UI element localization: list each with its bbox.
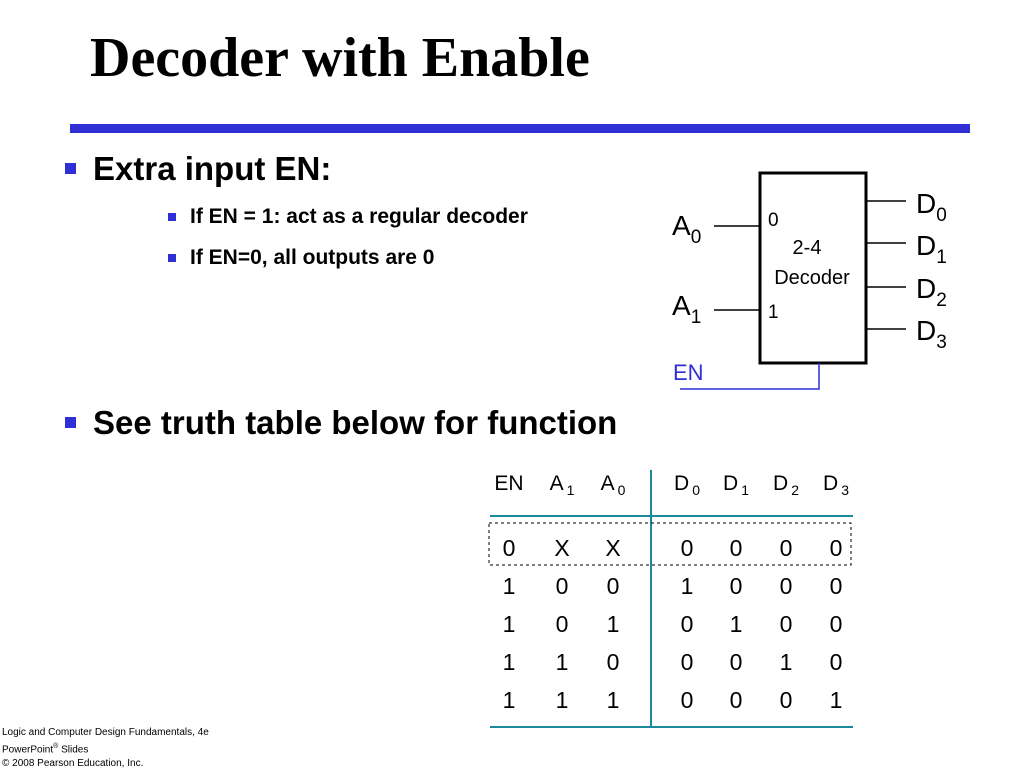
decoder-block: 0 1 2-4 Decoder xyxy=(758,171,868,365)
table-cell-r3-c1: 1 xyxy=(556,649,569,675)
table-cell-r2-c5: 0 xyxy=(780,611,793,637)
table-cell-r1-c4: 0 xyxy=(730,573,743,599)
table-cell-r3-c6: 0 xyxy=(830,649,843,675)
bullet-square-icon xyxy=(65,417,76,428)
input-a0-label: A0 xyxy=(672,210,701,248)
footer-slides: PowerPoint® Slides xyxy=(2,743,89,756)
table-cell-r1-c2: 0 xyxy=(607,573,620,599)
table-cell-r3-c3: 0 xyxy=(681,649,694,675)
table-cell-r4-c1: 1 xyxy=(556,687,569,713)
bullet-truth-table: See truth table below for function xyxy=(65,404,618,442)
footer-book: Logic and Computer Design Fundamentals, … xyxy=(2,727,209,738)
subbullet-en-0: If EN=0, all outputs are 0 xyxy=(168,246,435,270)
output-d1-label: D1 xyxy=(916,230,947,268)
bullet-square-icon xyxy=(168,213,176,221)
table-cell-r4-c4: 0 xyxy=(730,687,743,713)
table-cell-r3-c4: 0 xyxy=(730,649,743,675)
table-cell-r2-c6: 0 xyxy=(830,611,843,637)
table-cell-r0-c4: 0 xyxy=(730,535,743,561)
table-cell-r0-c0: 0 xyxy=(503,535,516,561)
table-header-0: EN xyxy=(494,472,523,495)
footer-copyright: © 2008 Pearson Education, Inc. xyxy=(2,758,144,770)
table-cell-r4-c0: 1 xyxy=(503,687,516,713)
bullet-extra-input: Extra input EN: xyxy=(65,150,332,188)
table-cell-r0-c1: X xyxy=(554,535,569,561)
input-a1-label: A1 xyxy=(672,290,701,328)
bullet-square-icon xyxy=(65,163,76,174)
decoder-label-line1: 2-4 xyxy=(793,237,822,259)
table-cell-r1-c0: 1 xyxy=(503,573,516,599)
subbullet-text: If EN = 1: act as a regular decoder xyxy=(190,205,528,228)
output-d2-label: D2 xyxy=(916,273,947,311)
input-pin-1-label: 1 xyxy=(768,302,779,323)
table-cell-r2-c0: 1 xyxy=(503,611,516,637)
table-cell-r2-c1: 0 xyxy=(556,611,569,637)
decoder-box xyxy=(758,171,868,365)
table-cell-r4-c6: 1 xyxy=(830,687,843,713)
table-cell-r4-c3: 0 xyxy=(681,687,694,713)
table-cell-r2-c2: 1 xyxy=(607,611,620,637)
table-cell-r0-c6: 0 xyxy=(830,535,843,561)
bullet-square-icon xyxy=(168,254,176,262)
table-cell-r2-c3: 0 xyxy=(681,611,694,637)
enable-label: EN xyxy=(673,360,704,385)
table-cell-r3-c5: 1 xyxy=(780,649,793,675)
table-cell-r1-c5: 0 xyxy=(780,573,793,599)
subbullet-text: If EN=0, all outputs are 0 xyxy=(190,246,435,269)
table-cell-r3-c2: 0 xyxy=(607,649,620,675)
decoder-label-line2: Decoder xyxy=(774,267,850,289)
highlighted-row-box xyxy=(488,522,852,566)
subbullet-en-1: If EN = 1: act as a regular decoder xyxy=(168,205,528,229)
input-pin-0-label: 0 xyxy=(768,210,779,231)
table-cell-r2-c4: 1 xyxy=(730,611,743,637)
table-cell-r4-c5: 0 xyxy=(780,687,793,713)
slide-footer: Logic and Computer Design Fundamentals, … xyxy=(2,726,209,771)
enable-wire xyxy=(680,363,820,390)
table-cell-r1-c6: 0 xyxy=(830,573,843,599)
table-cell-r0-c5: 0 xyxy=(780,535,793,561)
table-cell-r0-c2: X xyxy=(605,535,620,561)
bullet-text: Extra input EN: xyxy=(93,150,332,187)
output-d3-label: D3 xyxy=(916,315,947,353)
table-cell-r0-c3: 0 xyxy=(681,535,694,561)
table-cell-r1-c1: 0 xyxy=(556,573,569,599)
slide-title: Decoder with Enable xyxy=(90,27,590,89)
bullet-text: See truth table below for function xyxy=(93,404,618,441)
table-cell-r4-c2: 1 xyxy=(607,687,620,713)
table-cell-r1-c3: 1 xyxy=(681,573,694,599)
title-underline xyxy=(70,124,970,133)
output-d0-label: D0 xyxy=(916,188,947,226)
table-cell-r3-c0: 1 xyxy=(503,649,516,675)
